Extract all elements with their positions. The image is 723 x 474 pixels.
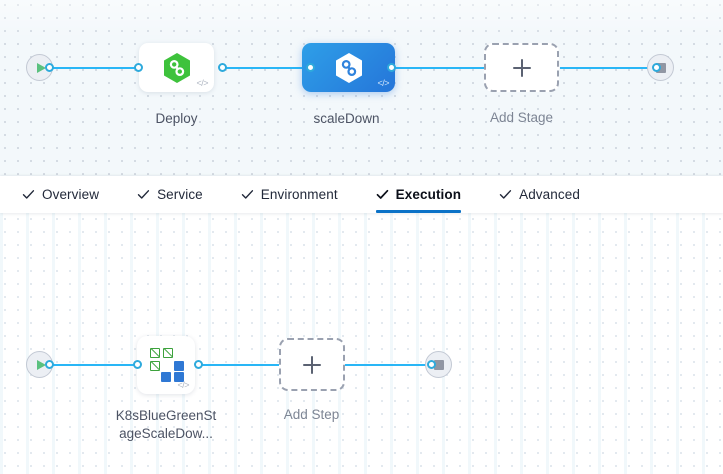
port-step-in[interactable]	[133, 360, 142, 369]
stop-icon	[433, 359, 444, 370]
harness-hexagon-green-icon	[160, 51, 194, 85]
check-icon	[499, 188, 512, 201]
tab-advanced[interactable]: Advanced	[499, 176, 580, 213]
port-scaledown-in[interactable]	[306, 63, 315, 72]
play-icon	[36, 62, 46, 73]
port-deploy-in[interactable]	[134, 63, 143, 72]
connector-deploy-to-scaledown	[222, 67, 314, 69]
step-label-line2: ageScaleDow...	[119, 426, 213, 441]
tab-execution[interactable]: Execution	[375, 176, 462, 213]
kubernetes-blue-green-icon	[150, 348, 184, 382]
port-scaledown-out[interactable]	[387, 63, 396, 72]
check-icon	[137, 188, 150, 201]
tab-label: Overview	[42, 187, 100, 202]
tab-service[interactable]: Service	[137, 176, 203, 213]
harness-hexagon-white-icon	[332, 51, 366, 85]
code-icon: </>	[377, 78, 389, 88]
connector-addstage-to-end	[560, 67, 656, 69]
stage-label-scaledown: scaleDown	[313, 111, 380, 126]
tab-list: Overview Service Environment Execution	[22, 176, 618, 213]
plus-icon	[303, 355, 321, 374]
stage-node-deploy[interactable]: </>	[139, 43, 214, 92]
port-exec-start-out[interactable]	[45, 360, 54, 369]
stage-config-tabbar: Overview Service Environment Execution	[0, 176, 723, 213]
connector-step-to-addstep	[198, 364, 280, 366]
add-step-button[interactable]	[279, 338, 345, 391]
port-exec-end-in[interactable]	[427, 360, 436, 369]
connector-addstep-to-end	[344, 364, 430, 366]
code-icon: </>	[196, 78, 208, 88]
play-icon	[36, 359, 46, 370]
port-start-out[interactable]	[45, 63, 54, 72]
stage-label-deploy: Deploy	[155, 111, 198, 126]
tab-overview[interactable]: Overview	[22, 176, 99, 213]
tab-label: Advanced	[519, 187, 580, 202]
tab-label: Execution	[395, 187, 462, 202]
check-icon	[241, 188, 254, 201]
port-deploy-out[interactable]	[218, 63, 227, 72]
connector-scaledown-to-addstage	[391, 67, 486, 69]
tab-label: Service	[157, 187, 203, 202]
port-step-out[interactable]	[194, 360, 203, 369]
step-label-line1: K8sBlueGreenSt	[115, 408, 217, 423]
stage-canvas[interactable]: </> Deploy </> scaleDown	[0, 0, 723, 176]
step-node-k8s-bluegreen-scaledown[interactable]: </>	[137, 336, 195, 394]
add-stage-button[interactable]	[484, 43, 559, 92]
execution-canvas[interactable]: </> K8sBlueGreenSt ageScaleDow... Add St…	[0, 213, 723, 474]
connector-start-to-step	[47, 364, 143, 366]
plus-icon	[512, 58, 531, 77]
code-icon: </>	[177, 380, 189, 390]
add-stage-label: Add Stage	[489, 110, 554, 125]
tab-label: Environment	[260, 187, 338, 202]
check-icon	[376, 188, 389, 201]
tab-environment[interactable]: Environment	[241, 176, 338, 213]
check-icon	[22, 188, 35, 201]
stage-node-scaledown[interactable]: </>	[302, 43, 395, 92]
connector-start-to-deploy	[47, 67, 143, 69]
port-end-in[interactable]	[652, 63, 661, 72]
add-step-label: Add Step	[283, 407, 340, 422]
